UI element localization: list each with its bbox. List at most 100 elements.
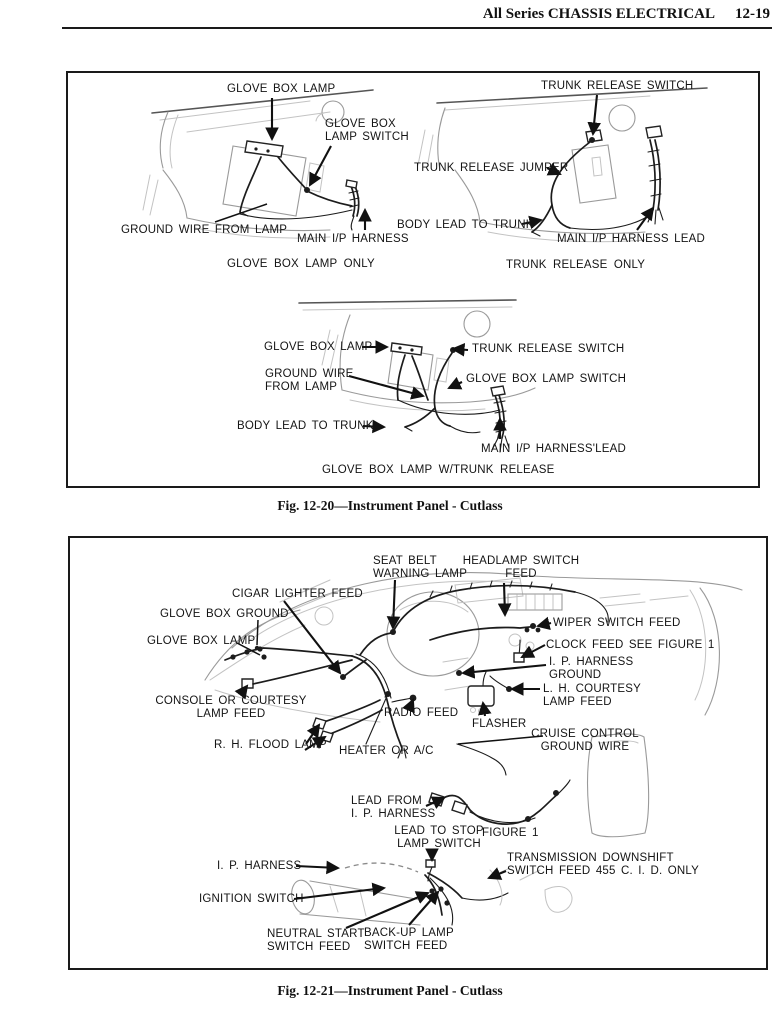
diagram-label-line: FROM LAMP: [265, 381, 338, 393]
diagram-label-line: GLOVE BOX LAMP: [147, 635, 256, 647]
diagram-label: R. H. FLOOD LAMP: [214, 739, 327, 752]
diagram-label-line: SWITCH FEED 455 C. I. D. ONLY: [507, 865, 700, 877]
diagram-label-line: GROUND WIRE FROM LAMP: [121, 224, 288, 236]
diagram-label-line: SEAT BELT: [373, 555, 437, 567]
diagram-label-line: IGNITION SWITCH: [199, 893, 304, 905]
diagram-label: GLOVE BOX LAMP: [227, 83, 335, 96]
diagram-label: TRUNK RELEASE SWITCH: [541, 80, 693, 93]
diagram-label-line: GLOVE BOX GROUND: [160, 608, 289, 620]
diagram-label: BODY LEAD TO TRUNK: [397, 219, 534, 232]
diagram-label: I. P. HARNESS: [217, 860, 301, 873]
diagram-label-line: TRUNK RELEASE ONLY: [506, 259, 646, 271]
diagram-label-line: TRANSMISSION DOWNSHIFT: [507, 852, 674, 864]
diagram-label-line: MAIN I/P HARNESS'LEAD: [481, 443, 627, 455]
header-title: All Series CHASSIS ELECTRICAL: [482, 6, 715, 22]
trunk-release-only-drawing: [417, 87, 708, 243]
diagram-label-line: R. H. FLOOD LAMP: [214, 739, 327, 751]
diagram-label: GLOVE BOX LAMP: [147, 635, 255, 648]
diagram-label-line: L. H. COURTESY: [543, 683, 641, 695]
diagram-label-line: SWITCH FEED: [267, 941, 351, 953]
diagram-label: FLASHER: [472, 718, 526, 731]
diagram-label-line: LEAD FROM: [351, 795, 422, 807]
diagram-label-line: TRUNK RELEASE SWITCH: [472, 343, 625, 355]
glove-box-lamp-only-drawing: [142, 89, 374, 239]
diagram-label-line: BODY LEAD TO TRUNK: [397, 219, 534, 231]
diagram-label-line: HEADLAMP SWITCH: [462, 555, 580, 567]
diagram-label-line: I. P. HARNESS: [217, 860, 302, 872]
diagram-label: MAIN I/P HARNESS: [297, 233, 409, 246]
diagram-label-line: FLASHER: [472, 718, 527, 730]
diagram-label-line: MAIN I/P HARNESS LEAD: [557, 233, 706, 245]
diagram-label-line: LEAD TO STOP: [394, 825, 484, 837]
diagram-label-line: GROUND WIRE: [265, 368, 354, 380]
diagram-section-title: TRUNK RELEASE ONLY: [506, 259, 645, 272]
glove-box-lamp-with-trunk-release-drawing: [298, 299, 536, 453]
diagram-label-line: GLOVE BOX LAMP ONLY: [227, 258, 375, 270]
diagram-label-line: GLOVE BOX LAMP: [264, 341, 373, 353]
diagram-label-line: I. P. HARNESS: [549, 656, 634, 668]
diagram-label-line: LAMP SWITCH: [325, 131, 409, 143]
diagram-label-line: HEATER OR A/C: [339, 745, 434, 757]
page-header: All Series CHASSIS ELECTRICAL 12-19: [483, 6, 770, 23]
diagram-label-line: LAMP FEED: [543, 696, 612, 708]
diagram-label-line: LAMP FEED: [196, 708, 266, 720]
diagram-label-line: TRUNK RELEASE SWITCH: [541, 80, 694, 92]
diagram-label: MAIN I/P HARNESS LEAD: [557, 233, 705, 246]
diagram-label-line: SWITCH FEED: [364, 940, 448, 952]
diagram-label-line: CONSOLE OR COURTESY: [155, 695, 307, 707]
diagram-label-line: GLOVE BOX LAMP W/TRUNK RELEASE: [322, 464, 555, 476]
diagram-label: GROUND WIRE FROM LAMP: [121, 224, 287, 237]
diagram-label-line: RADIO FEED: [384, 707, 459, 719]
diagram-label-line: GLOVE BOX LAMP SWITCH: [466, 373, 627, 385]
diagram-label-line: NEUTRAL START: [267, 928, 365, 940]
diagram-label-line: GROUND: [549, 669, 602, 681]
figure-12-20-frame: [66, 71, 760, 488]
diagram-label: FIGURE 1: [482, 827, 539, 840]
diagram-label: CIGAR LIGHTER FEED: [232, 588, 363, 601]
diagram-label-line: FEED: [505, 568, 537, 580]
diagram-label-line: CRUISE CONTROL: [531, 728, 639, 740]
diagram-label: IGNITION SWITCH: [199, 893, 304, 906]
diagram-label: RADIO FEED: [384, 707, 458, 720]
diagram-label-line: FIGURE 1: [482, 827, 539, 839]
diagram-label: WIPER SWITCH FEED: [553, 617, 681, 630]
diagram-label-line: MAIN I/P HARNESS: [297, 233, 409, 245]
diagram-label-line: GLOVE BOX LAMP: [227, 83, 336, 95]
diagram-label-line: GLOVE BOX: [325, 118, 396, 130]
diagram-section-title: GLOVE BOX LAMP ONLY: [227, 258, 375, 271]
diagram-label: HEATER OR A/C: [339, 745, 434, 758]
diagram-label-line: LAMP SWITCH: [397, 838, 481, 850]
diagram-label-line: TRUNK RELEASE JUMPER: [414, 162, 569, 174]
header-rule: [62, 27, 772, 29]
diagram-label: GLOVE BOX GROUND: [160, 608, 289, 621]
diagram-label: TRUNK RELEASE SWITCH: [472, 343, 624, 356]
diagram-label-line: WIPER SWITCH FEED: [553, 617, 681, 629]
diagram-label-line: CLOCK FEED SEE FIGURE 1: [546, 639, 715, 651]
diagram-label-line: GROUND WIRE: [540, 741, 630, 753]
figure-12-21-caption: Fig. 12-21—Instrument Panel - Cutlass: [277, 983, 503, 998]
figure-12-21-frame: [68, 536, 768, 970]
diagram-label: TRUNK RELEASE JUMPER: [414, 162, 568, 175]
figure-12-20-caption: Fig. 12-20—Instrument Panel - Cutlass: [277, 498, 503, 513]
diagram-label-line: BACK-UP LAMP: [364, 927, 454, 939]
diagram-label: CLOCK FEED SEE FIGURE 1: [546, 639, 715, 652]
diagram-label: BODY LEAD TO TRUNK: [237, 420, 374, 433]
diagram-label: MAIN I/P HARNESS'LEAD: [481, 443, 626, 456]
diagram-section-title: GLOVE BOX LAMP W/TRUNK RELEASE: [322, 464, 555, 477]
diagram-label: GLOVE BOX LAMP: [264, 341, 372, 354]
diagram-label-line: WARNING LAMP: [373, 568, 468, 580]
